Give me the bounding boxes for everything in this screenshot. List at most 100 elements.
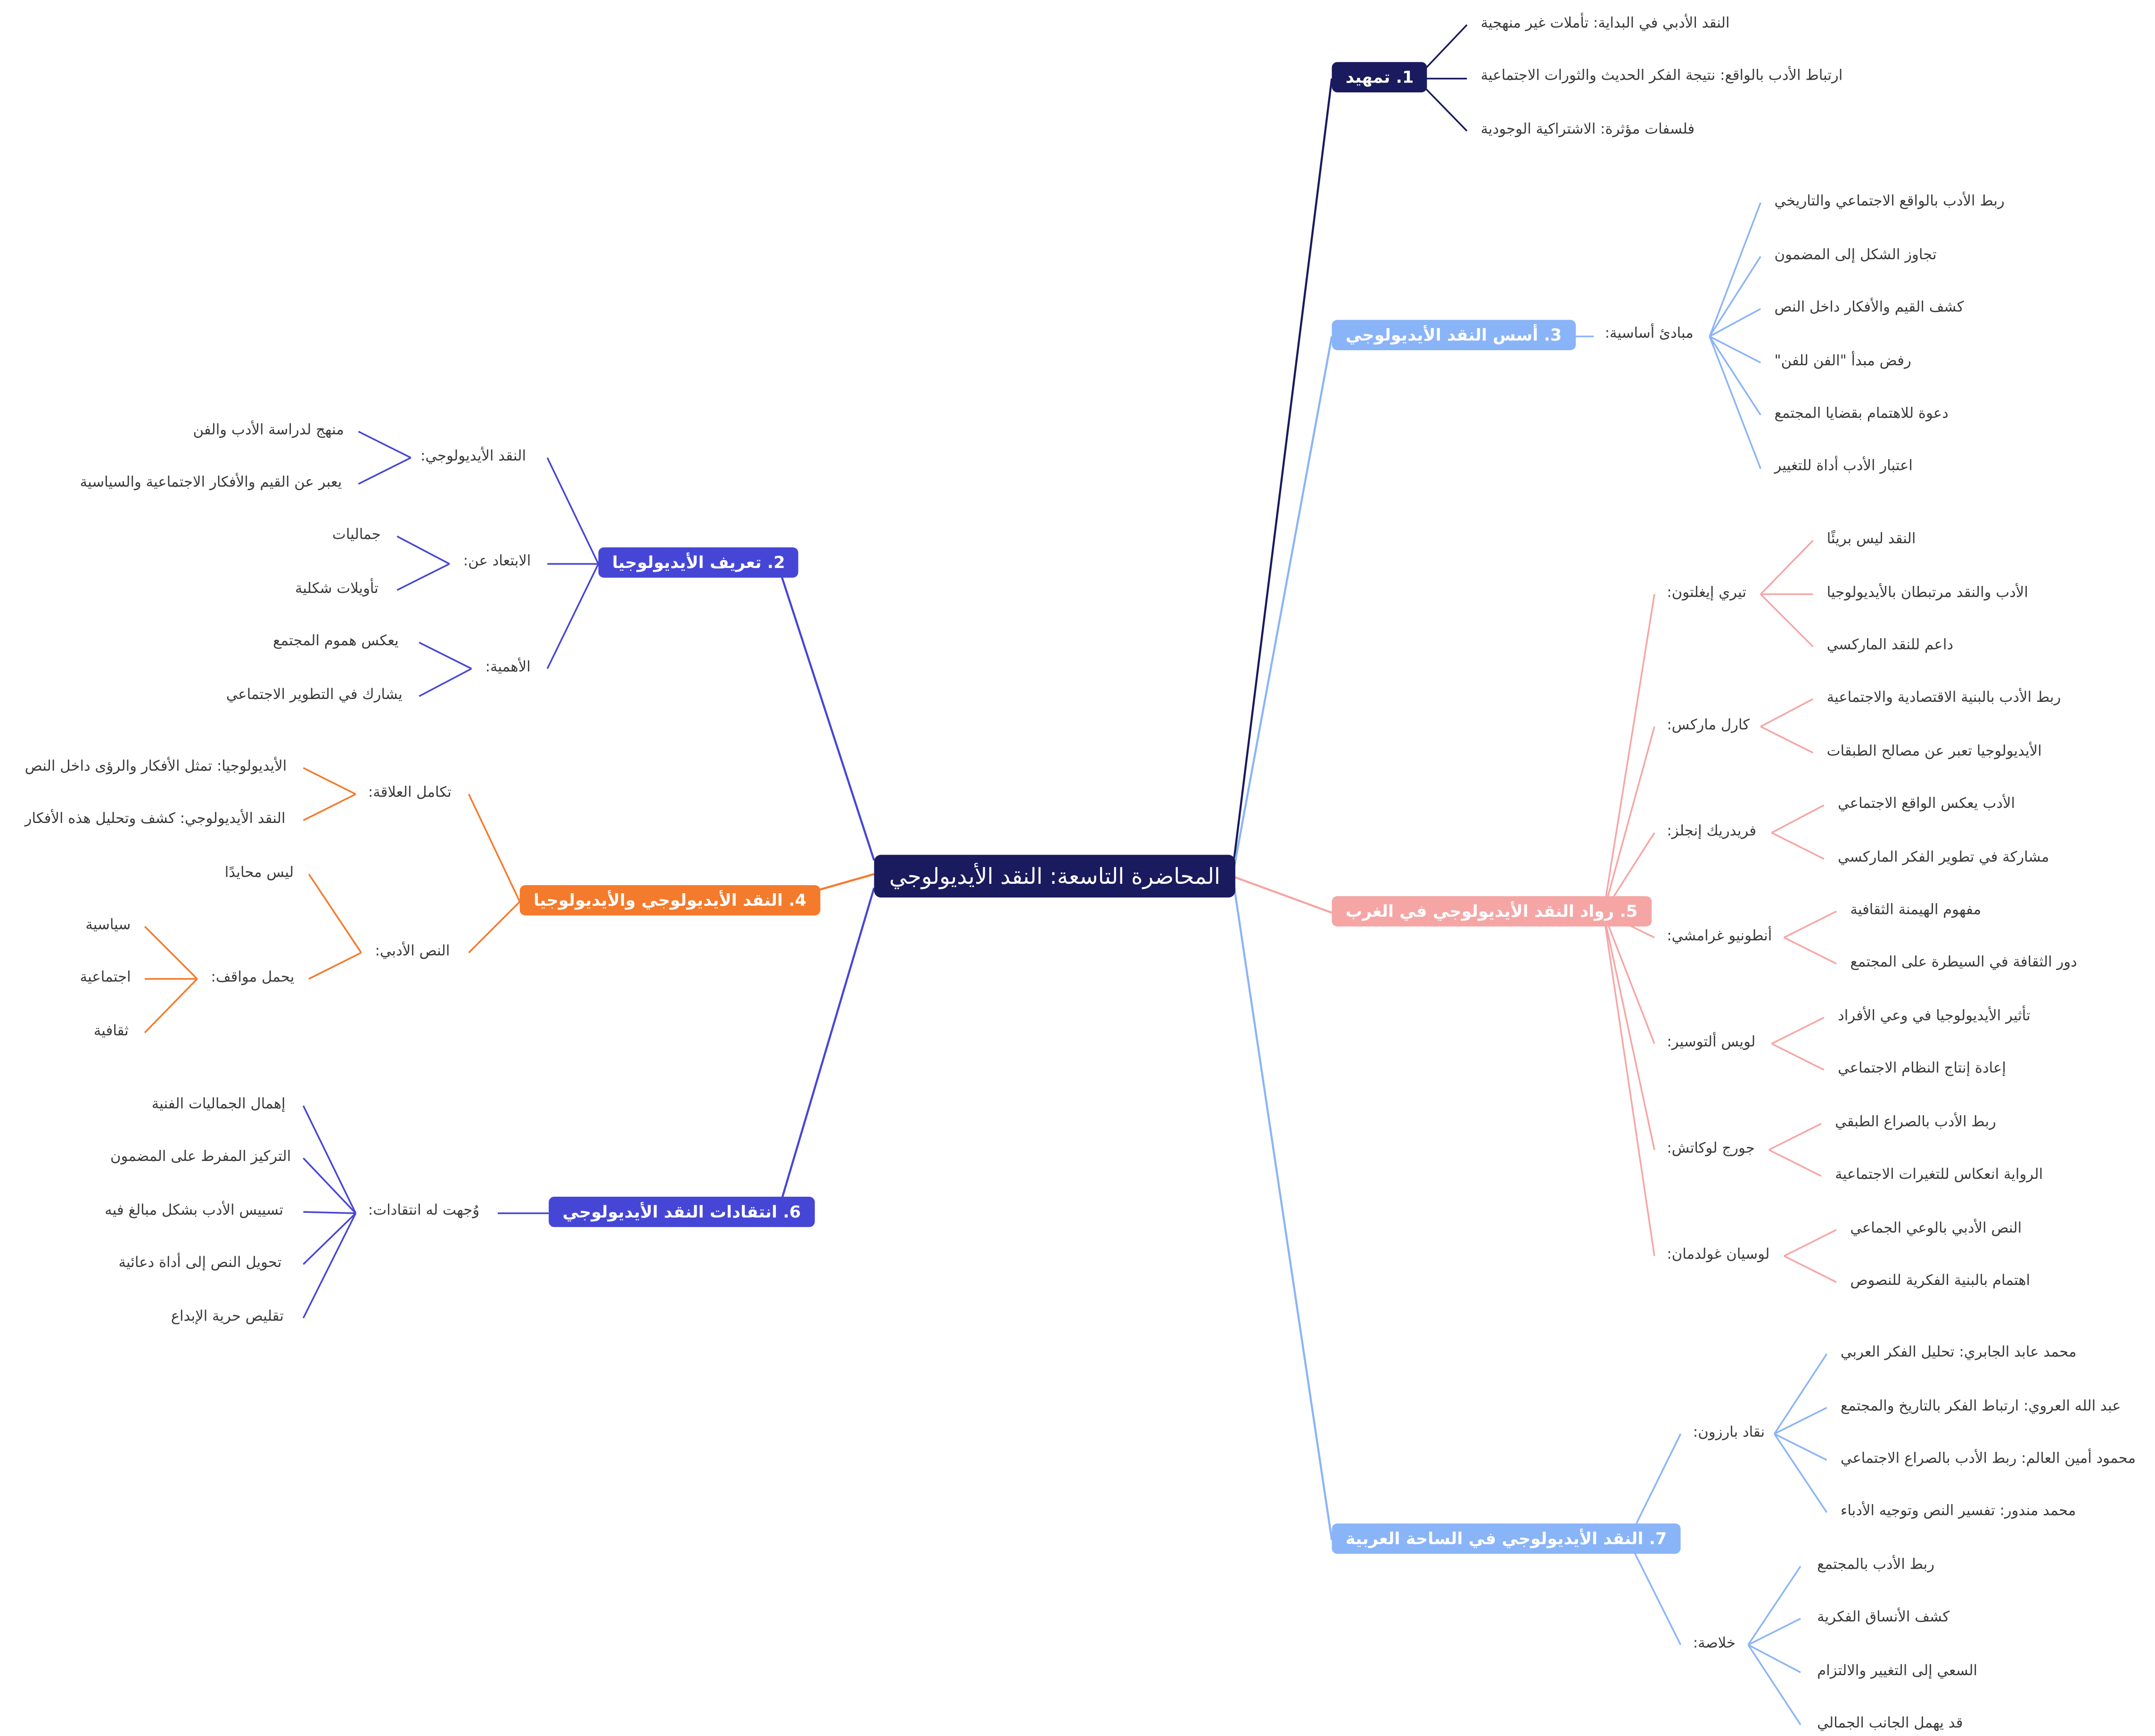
importance-item-2[interactable]: يشارك في التطوير الاجتماعي [226, 686, 403, 703]
distance-item-2[interactable]: تأويلات شكلية [295, 580, 378, 597]
connector-line [1771, 804, 1825, 834]
connector-line [1747, 1565, 1801, 1645]
criticism-item-5[interactable]: تقليص حرية الإبداع [171, 1308, 284, 1325]
connector-line [1784, 1255, 1837, 1283]
goldmann-item-2[interactable]: اهتمام بالبنية الفكرية للنصوص [1850, 1272, 2031, 1289]
criticism-item-3[interactable]: تسييس الأدب بشكل مبالغ فيه [105, 1202, 283, 1219]
branch-1-intro[interactable]: 1. تمهيد [1332, 62, 1428, 92]
connector-line [1233, 336, 1333, 869]
critic-jabri[interactable]: محمد عابد الجابري: تحليل الفكر العربي [1840, 1344, 2077, 1361]
althusser-item-2[interactable]: إعادة إنتاج النظام الاجتماعي [1838, 1060, 2006, 1077]
branch-5-western-pioneers[interactable]: 5. رواد النقد الأيديولوجي في الغرب [1332, 896, 1652, 927]
pioneer-eagleton[interactable]: تيري إيغلتون: [1667, 584, 1747, 601]
summary-item-4[interactable]: قد يهمل الجانب الجمالي [1817, 1715, 1963, 1732]
connector-line [303, 1157, 356, 1214]
connector-line [303, 1212, 356, 1265]
lukacs-item-2[interactable]: الرواية انعكاس للتغيرات الاجتماعية [1835, 1166, 2043, 1183]
connector-line [1709, 202, 1761, 337]
pioneer-gramsci[interactable]: أنطونيو غرامشي: [1667, 928, 1772, 945]
intro-item-1[interactable]: النقد الأدبي في البداية: تأملات غير منهج… [1481, 15, 1730, 32]
branch-4-relation[interactable]: 4. النقد الأيديولوجي والأيديولوجيا [519, 885, 821, 916]
principle-item-3[interactable]: كشف القيم والأفكار داخل النص [1774, 299, 1964, 316]
pioneer-althusser[interactable]: لويس ألتوسير: [1667, 1034, 1756, 1051]
engels-item-1[interactable]: الأدب يعكس الواقع الاجتماعي [1838, 795, 2015, 812]
principle-item-2[interactable]: تجاوز الشكل إلى المضمون [1774, 247, 1937, 263]
connector-line [1627, 1539, 1682, 1645]
engels-item-2[interactable]: مشاركة في تطوير الفكر الماركسي [1838, 849, 2049, 866]
gramsci-item-1[interactable]: مفهوم الهيمنة الثقافية [1850, 901, 1982, 919]
intro-item-3[interactable]: فلسفات مؤثرة: الاشتراكية الوجودية [1481, 121, 1695, 138]
literary-text-node[interactable]: النص الأدبي: [375, 943, 450, 960]
position-cultural[interactable]: ثقافية [93, 1023, 129, 1040]
connector-line [1768, 1123, 1822, 1151]
ideological-criticism-node[interactable]: النقد الأيديولوجي: [420, 448, 526, 465]
marx-item-1[interactable]: ربط الأدب بالبنية الاقتصادية والاجتماعية [1826, 689, 2061, 706]
critic-mandour[interactable]: محمد مندور: تفسير النص وتوجيه الأدباء [1840, 1503, 2076, 1520]
integration-item-2[interactable]: النقد الأيديولوجي: كشف وتحليل هذه الأفكا… [25, 810, 286, 827]
criticism-item-2[interactable]: التركيز المفرط على المضمون [110, 1148, 291, 1165]
arab-critics-node[interactable]: نقاد بارزون: [1693, 1424, 1765, 1441]
connector-line [1603, 913, 1655, 1256]
pioneer-marx[interactable]: كارل ماركس: [1667, 717, 1750, 734]
definition-item-1[interactable]: منهج لدراسة الأدب والفن [193, 422, 344, 439]
connector-line [1627, 1433, 1682, 1541]
eagleton-item-1[interactable]: النقد ليس بريئًا [1826, 531, 1916, 548]
summary-node[interactable]: خلاصة: [1693, 1635, 1736, 1652]
eagleton-item-3[interactable]: داعم للنقد الماركسي [1826, 637, 1954, 654]
importance-item-1[interactable]: يعكس هموم المجتمع [273, 633, 399, 650]
branch-7-arab-scene[interactable]: 7. النقد الأيديولوجي في الساحة العربية [1332, 1523, 1681, 1554]
criticism-item-4[interactable]: تحويل النص إلى أداة دعائية [118, 1254, 282, 1271]
principles-node[interactable]: مبادئ أساسية: [1604, 325, 1694, 342]
connector-line [1748, 1644, 1801, 1673]
lukacs-item-1[interactable]: ربط الأدب بالصراع الطبقي [1835, 1114, 1996, 1131]
marx-item-2[interactable]: الأيديولوجيا تعبر عن مصالح الطبقات [1826, 743, 2042, 760]
criticism-item-1[interactable]: إهمال الجماليات الفنية [151, 1096, 286, 1113]
criticisms-node[interactable]: وُجهت له انتقادات: [368, 1202, 480, 1219]
distance-from-node[interactable]: الابتعاد عن: [463, 552, 531, 570]
positions-node[interactable]: يحمل مواقف: [211, 969, 295, 986]
critic-alem[interactable]: محمود أمين العالم: ربط الأدب بالصراع الا… [1840, 1450, 2136, 1467]
connector-line [1768, 1149, 1822, 1177]
connector-line [1709, 336, 1761, 416]
connector-line [1709, 308, 1761, 337]
principle-item-4[interactable]: رفض مبدأ "الفن للفن" [1774, 353, 1911, 370]
althusser-item-1[interactable]: تأثير الأيديولوجيا في وعي الأفراد [1838, 1008, 2031, 1025]
connector-line [419, 668, 472, 697]
definition-item-2[interactable]: يعبر عن القيم والأفكار الاجتماعية والسيا… [80, 474, 342, 491]
branch-2-definition[interactable]: 2. تعريف الأيديولوجيا [598, 547, 799, 578]
eagleton-item-2[interactable]: الأدب والنقد مرتبطان بالأيديولوجيا [1826, 584, 2028, 601]
summary-item-1[interactable]: ربط الأدب بالمجتمع [1817, 1556, 1935, 1573]
not-neutral-item[interactable]: ليس محايدًا [224, 864, 294, 881]
pioneer-lukacs[interactable]: جورج لوكاتش: [1667, 1140, 1755, 1157]
branch-3-foundations[interactable]: 3. أسس النقد الأيديولوجي [1332, 320, 1576, 350]
connector-line [1760, 540, 1814, 595]
summary-item-2[interactable]: كشف الأنساق الفكرية [1817, 1609, 1950, 1626]
connector-line [144, 978, 198, 1034]
distance-item-1[interactable]: جماليات [332, 527, 381, 543]
principle-item-1[interactable]: ربط الأدب بالواقع الاجتماعي والتاريخي [1774, 193, 2005, 210]
integration-item-1[interactable]: الأيديولوجيا: تمثل الأفكار والرؤى داخل ا… [25, 758, 287, 775]
importance-node[interactable]: الأهمية: [485, 659, 531, 676]
principle-item-6[interactable]: اعتبار الأدب أداة للتغيير [1774, 458, 1913, 475]
root-topic[interactable]: المحاضرة التاسعة: النقد الأيديولوجي [874, 855, 1236, 898]
connector-line [302, 1213, 357, 1319]
pioneer-engels[interactable]: فريدريك إنجلز: [1667, 823, 1757, 840]
pioneer-goldmann[interactable]: لوسيان غولدمان: [1667, 1246, 1770, 1263]
connector-line [1603, 912, 1655, 1044]
connector-line [1747, 1644, 1801, 1726]
position-social[interactable]: اجتماعية [80, 969, 131, 986]
connector-line [396, 535, 450, 565]
gramsci-item-2[interactable]: دور الثقافة في السيطرة على المجتمع [1850, 954, 2077, 971]
connector-line [308, 873, 362, 954]
goldmann-item-1[interactable]: النص الأدبي بالوعي الجماعي [1850, 1220, 2022, 1237]
connector-line [1709, 256, 1761, 337]
position-political[interactable]: سياسية [85, 917, 131, 934]
critic-laroui[interactable]: عبد الله العروي: ارتباط الفكر بالتاريخ و… [1840, 1398, 2121, 1415]
connector-line [1771, 1043, 1825, 1071]
intro-item-2[interactable]: ارتباط الأدب بالواقع: نتيجة الفكر الحديث… [1481, 67, 1843, 84]
branch-6-criticisms[interactable]: 6. انتقادات النقد الأيديولوجي [549, 1196, 815, 1227]
summary-item-3[interactable]: السعي إلى التغيير والالتزام [1817, 1662, 1978, 1679]
principle-item-5[interactable]: دعوة للاهتمام بقضايا المجتمع [1774, 405, 1949, 422]
integration-node[interactable]: تكامل العلاقة: [368, 784, 452, 801]
